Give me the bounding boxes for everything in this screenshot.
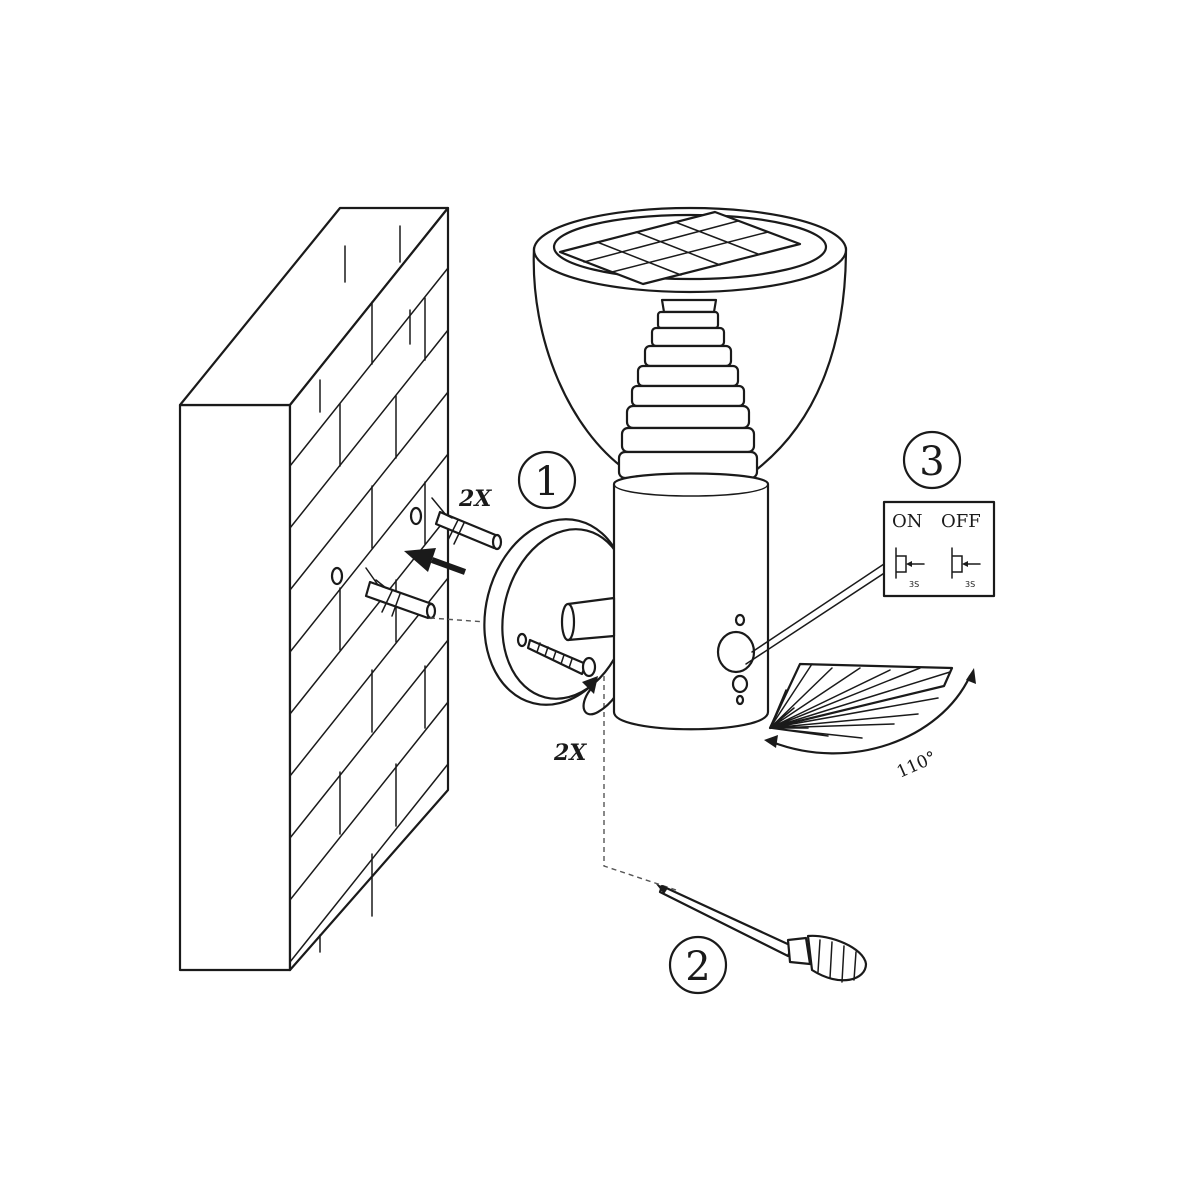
screwdriver-icon bbox=[656, 884, 868, 983]
switch-button[interactable] bbox=[731, 674, 749, 694]
insert-arrow-icon bbox=[404, 548, 467, 575]
drill-hole-upper bbox=[409, 506, 423, 526]
switch-on-icon bbox=[895, 547, 925, 579]
callout-lines bbox=[745, 559, 893, 665]
motion-sensor bbox=[716, 613, 756, 706]
switch-panel-frame bbox=[882, 500, 996, 598]
switch-on-time: 3S bbox=[909, 580, 919, 589]
wall-side-face bbox=[178, 403, 292, 972]
switch-on-label: ON bbox=[892, 511, 923, 532]
drill-hole-lower bbox=[330, 566, 344, 586]
step-number-2: 2 bbox=[685, 944, 710, 990]
wall-anchor-upper bbox=[431, 497, 503, 551]
lamp-neck bbox=[617, 298, 759, 480]
solar-lamp bbox=[532, 206, 893, 731]
plate-screw-hole bbox=[516, 632, 528, 648]
wall-anchor-lower bbox=[364, 567, 437, 620]
switch-off-icon bbox=[951, 547, 981, 579]
screw-quantity-label: 2X bbox=[553, 740, 587, 766]
brick-pattern bbox=[289, 225, 449, 963]
step-number-1: 1 bbox=[534, 459, 559, 505]
screwdriver-guide-line bbox=[603, 640, 677, 891]
detection-angle-label: 110° bbox=[894, 748, 940, 783]
solar-panel bbox=[558, 210, 802, 286]
detection-fan bbox=[768, 662, 954, 739]
step-marker-3: 3 bbox=[902, 430, 962, 490]
step-number-3: 3 bbox=[919, 439, 944, 485]
step-marker-1: 1 bbox=[517, 450, 577, 510]
mounting-screw bbox=[526, 638, 597, 678]
switch-panel: ON OFF 3S 3S bbox=[882, 500, 996, 598]
switch-off-time: 3S bbox=[965, 580, 975, 589]
step-marker-2: 2 bbox=[668, 935, 728, 995]
anchor-quantity-label: 2X bbox=[458, 486, 492, 512]
brick-wall bbox=[178, 206, 450, 972]
switch-off-label: OFF bbox=[941, 511, 981, 532]
